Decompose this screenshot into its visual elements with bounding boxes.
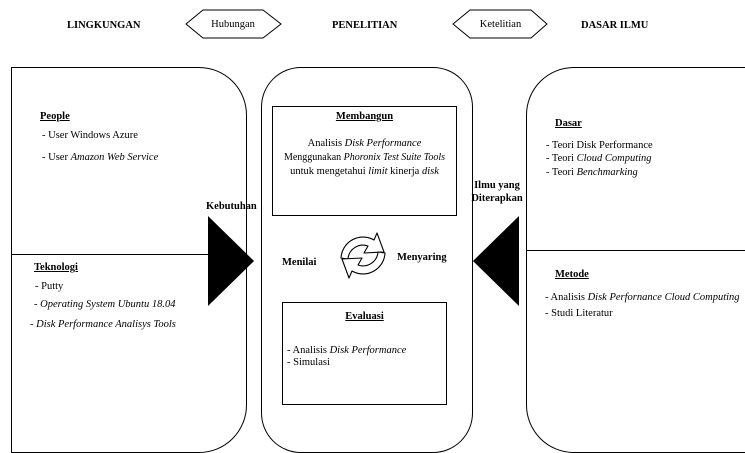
membangun-title: Membangun — [335, 111, 394, 122]
dasar-item-cloud: - Teori Cloud Computing — [546, 153, 652, 164]
menilai-label: Menilai — [282, 257, 317, 268]
header-arrows — [185, 9, 548, 39]
right-panel-divider — [526, 250, 745, 251]
header-penelitian: PENELITIAN — [332, 20, 398, 31]
teknologi-item-tools: - Disk Performance Analisys Tools — [30, 319, 176, 330]
left-panel-divider — [11, 254, 245, 255]
evaluasi-title: Evaluasi — [345, 311, 384, 322]
header-ketelitian: Ketelitian — [479, 19, 522, 30]
lingkungan-panel — [11, 67, 247, 453]
header-hubungan: Hubungan — [211, 19, 255, 30]
evaluasi-item-simulasi: - Simulasi — [287, 357, 330, 368]
teknologi-title: Teknologi — [34, 262, 78, 273]
dasar-title: Dasar — [555, 118, 582, 129]
evaluasi-box — [282, 302, 447, 405]
research-framework-diagram: LINGKUNGAN Hubungan PENELITIAN Ketelitia… — [11, 9, 745, 453]
membangun-line-3: untuk mengetahui limit kinerja disk — [290, 166, 439, 177]
cycle-arrow-top — [340, 232, 385, 260]
people-item-azure: - User Windows Azure — [42, 130, 138, 141]
people-item-aws: - User Amazon Web Service — [42, 152, 159, 163]
triangle-arrows — [208, 216, 519, 306]
metode-item-analisis: - Analisis Disk Perfornance Cloud Comput… — [545, 292, 740, 303]
metode-title: Metode — [555, 269, 589, 280]
dasar-ilmu-panel — [526, 67, 745, 453]
menyaring-label: Menyaring — [397, 252, 447, 263]
dasar-item-benchmarking: - Teori Benchmarking — [546, 167, 638, 178]
teknologi-item-os: - Operating System Ubuntu 18.04 — [34, 299, 176, 310]
cycle-arrow-bottom — [341, 251, 386, 279]
ilmu-yang-label: Ilmu yang — [474, 180, 520, 191]
membangun-box — [272, 106, 457, 216]
membangun-line-2: Menggunakan Phoronix Test Suite Tools — [283, 152, 446, 163]
kebutuhan-arrow — [208, 216, 254, 306]
ilmu-diterapkan-arrow — [473, 216, 519, 306]
teknologi-item-putty: - Putty — [35, 281, 64, 292]
dasar-item-disk: - Teori Disk Performance — [546, 140, 653, 151]
header-lingkungan: LINGKUNGAN — [67, 20, 141, 31]
metode-item-studi: - Studi Literatur — [545, 308, 613, 319]
membangun-line-1: Analisis Disk Performance — [307, 138, 422, 149]
cycle-icon — [340, 232, 386, 279]
header-dasar-ilmu: DASAR ILMU — [581, 20, 649, 31]
evaluasi-item-analisis: - Analisis Disk Performance — [287, 345, 407, 356]
ketelitian-double-arrow-shape — [452, 9, 548, 39]
hubungan-double-arrow-shape — [185, 9, 282, 39]
kebutuhan-label: Kebutuhan — [206, 201, 257, 212]
diterapkan-label: Diterapkan — [471, 193, 523, 204]
people-title: People — [40, 111, 70, 122]
